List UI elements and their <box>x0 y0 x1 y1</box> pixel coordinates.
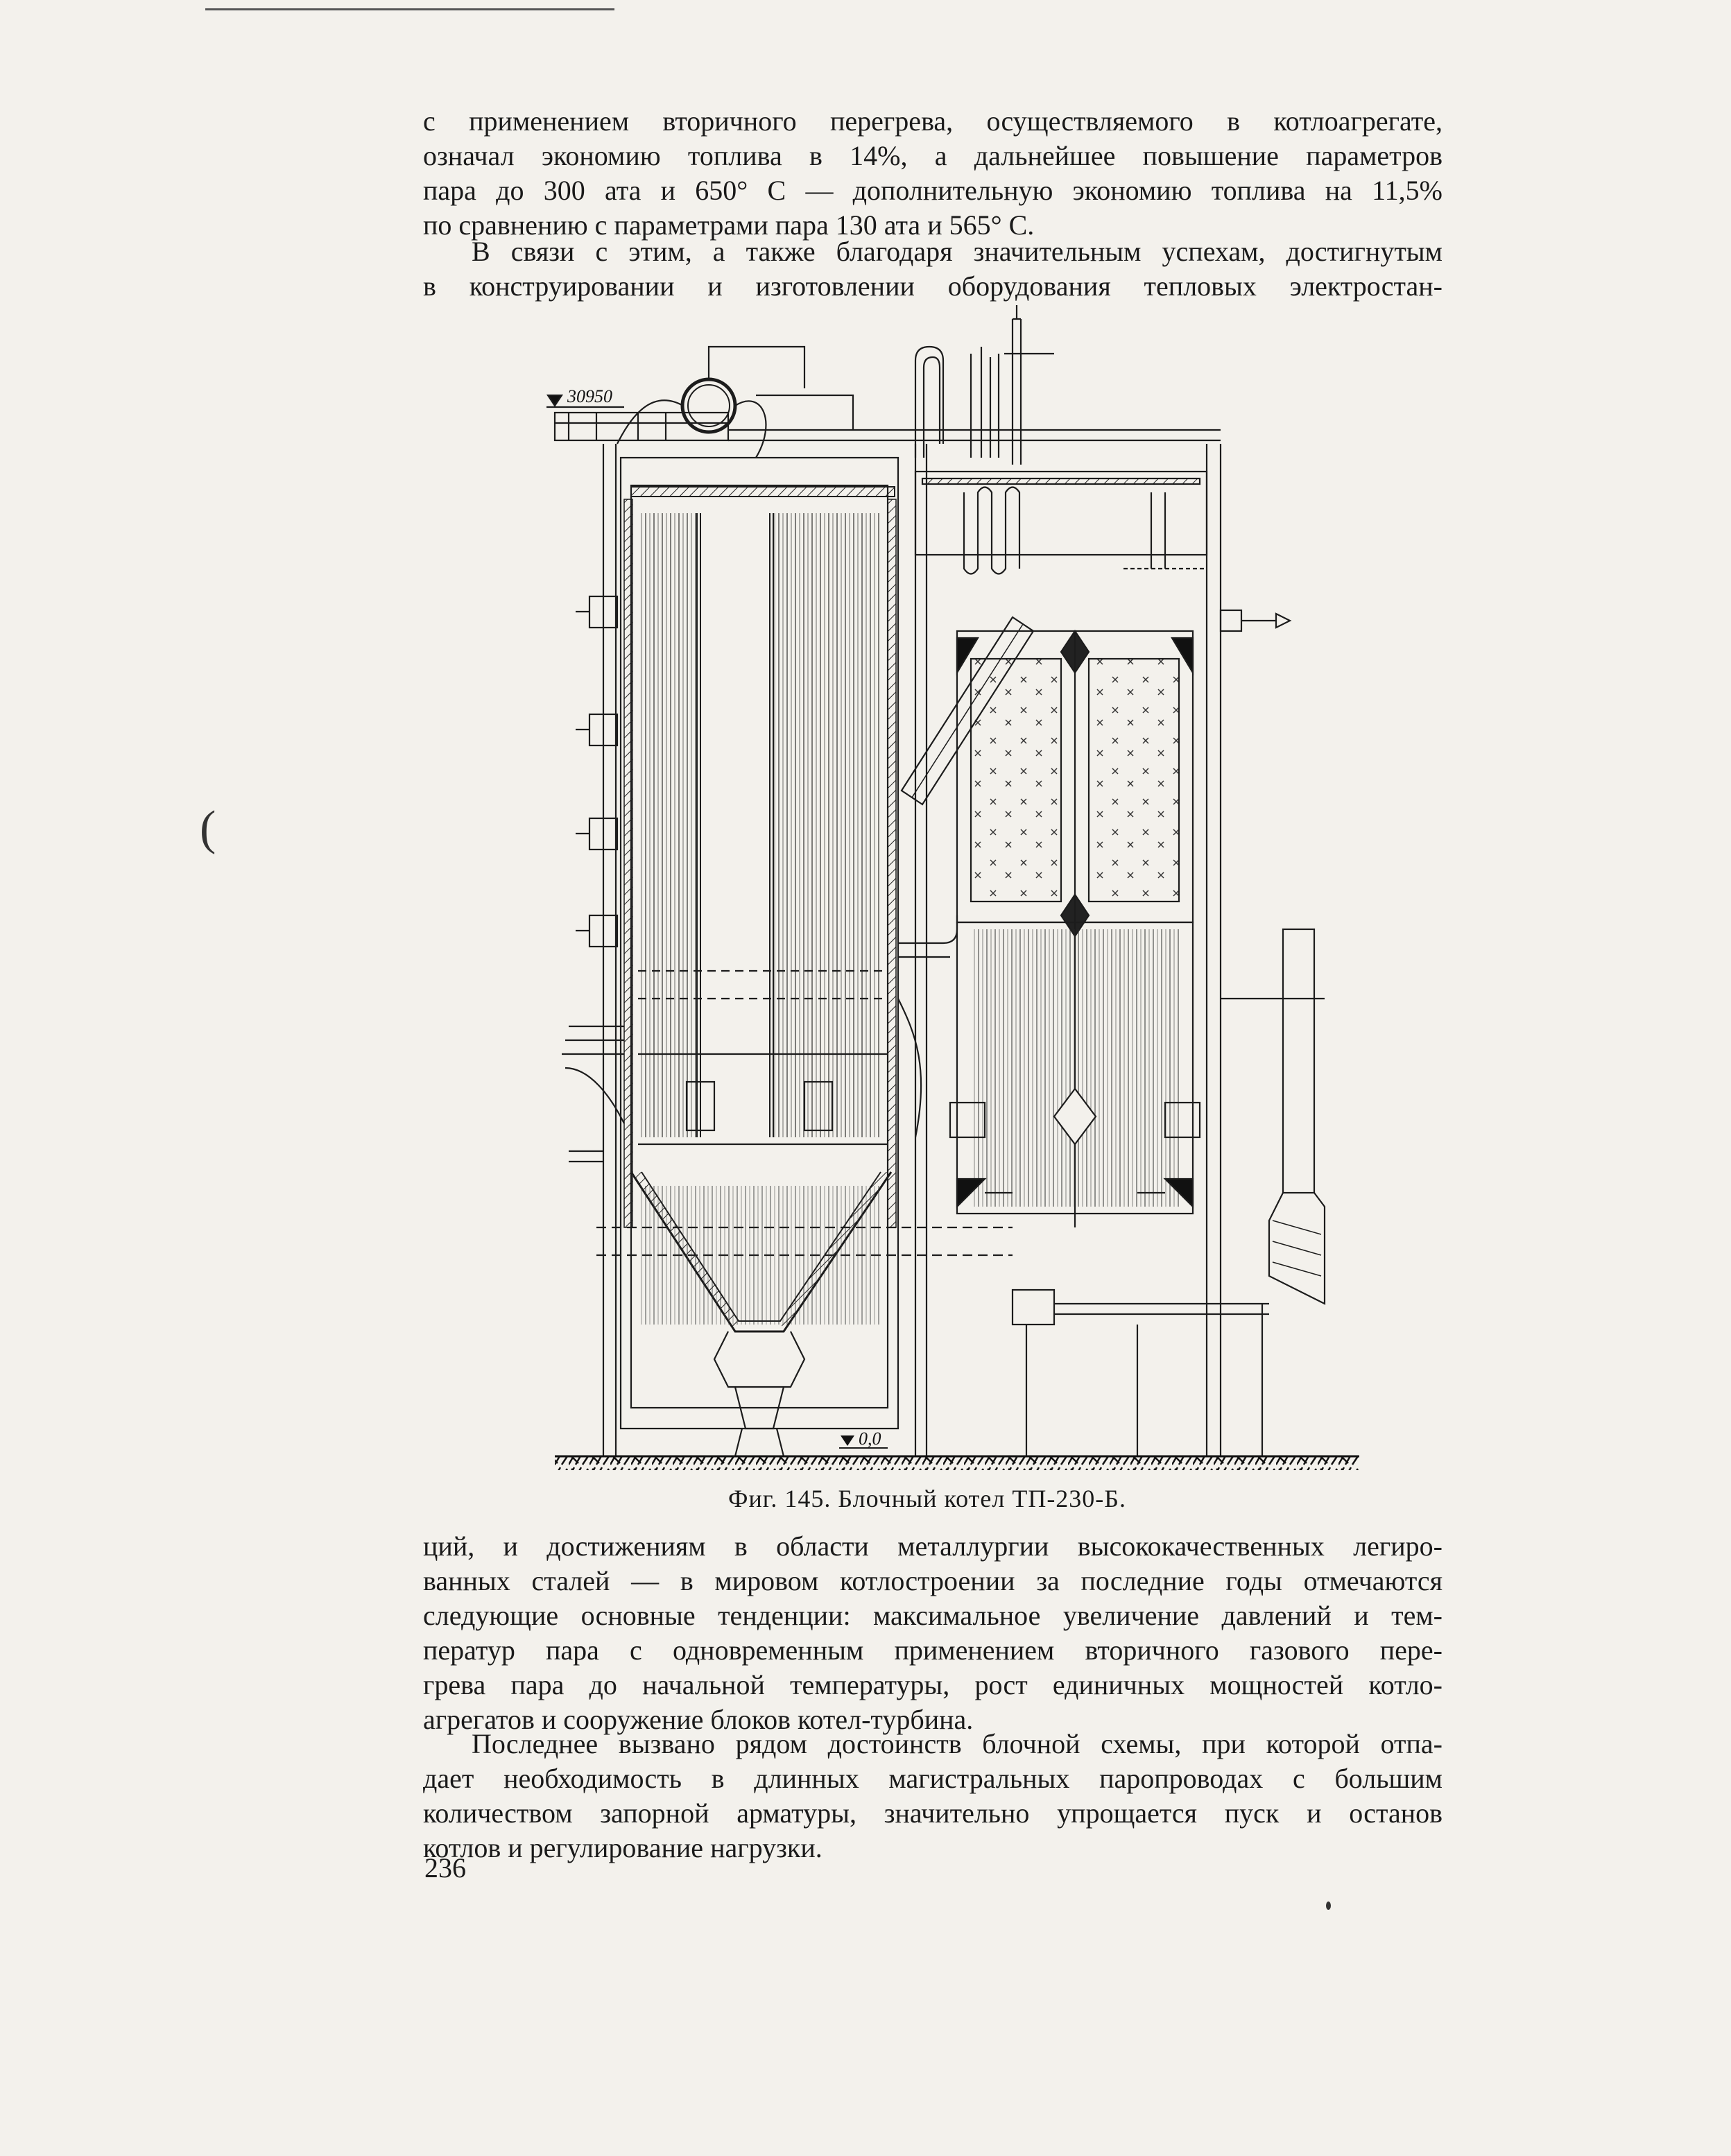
page-number: 236 <box>424 1852 466 1883</box>
paragraph-second: В связи с этим, а также благодаря значит… <box>423 234 1442 304</box>
text-line: ций, и достижениям в области металлургии… <box>423 1530 1442 1562</box>
text-line: с применением вторичного перегрева, осущ… <box>423 105 1442 137</box>
text-line: по сравнению с параметрами пара 130 ата … <box>423 209 1035 241</box>
boiler-drawing: 30950 0,0 <box>546 305 1359 1470</box>
text-line: В связи с этим, а также благодаря значит… <box>472 236 1442 267</box>
text-line: в конструировании и изготовлении оборудо… <box>423 270 1442 302</box>
paragraph-fourth: Последнее вызвано рядом достоинств блочн… <box>423 1727 1442 1865</box>
elevation-ground-label: 0,0 <box>859 1429 881 1449</box>
text-line: ператур пара с одновременным применением… <box>423 1635 1442 1666</box>
text-line: ванных сталей — в мировом котлостроении … <box>423 1565 1442 1596</box>
text-line: означал экономию топлива в 14%, а дальне… <box>423 140 1442 171</box>
text-line: следующие основные тенденции: максимальн… <box>423 1600 1442 1631</box>
text-line: дает необходимость в длинных магистральн… <box>423 1763 1442 1794</box>
scan-dot <box>1326 1901 1331 1910</box>
paragraph-third: ций, и достижениям в области металлургии… <box>423 1529 1442 1737</box>
text-line: грева пара до начальной температуры, рос… <box>423 1669 1442 1700</box>
text-line: котлов и регулирование нагрузки. <box>423 1832 823 1863</box>
figure-caption: Фиг. 145. Блочный котел ТП-230-Б. <box>728 1485 1126 1512</box>
text-line: агрегатов и сооружение блоков котел-турб… <box>423 1704 974 1735</box>
text-line: количеством запорной арматуры, значитель… <box>423 1797 1442 1829</box>
text-line: Последнее вызвано рядом достоинств блочн… <box>472 1728 1442 1759</box>
text-line: пара до 300 ата и 650° С — дополнительну… <box>423 175 1442 206</box>
paragraph-top: с применением вторичного перегрева, осущ… <box>423 104 1442 243</box>
elevation-top-label: 30950 <box>567 386 612 406</box>
scan-mark: ( <box>200 802 216 855</box>
top-rule <box>205 8 614 10</box>
